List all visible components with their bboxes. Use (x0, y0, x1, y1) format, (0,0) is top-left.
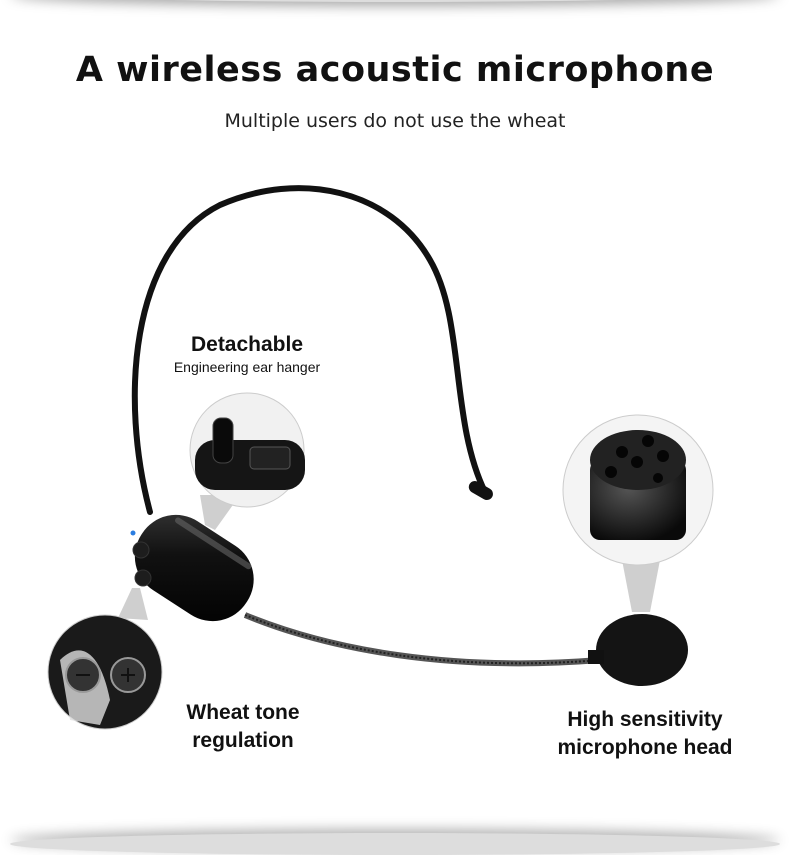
page-subtitle: Multiple users do not use the wheat (224, 110, 566, 132)
page-title: A wireless acoustic microphone (75, 50, 715, 90)
bottom-shadow (10, 833, 780, 855)
callout-beam-left (118, 588, 148, 620)
callout-ear-hanger-subtitle: Engineering ear hanger (173, 359, 321, 375)
callout-mic-head: High sensitivity microphone head (530, 706, 760, 762)
callout-tone-line1: Wheat tone (186, 701, 300, 724)
callout-beam-right (622, 560, 660, 612)
power-indicator (130, 530, 136, 536)
boom-arm (243, 612, 601, 667)
foam-windscreen (596, 614, 688, 686)
transmitter-body (134, 514, 254, 622)
callout-ear-hanger-title: Detachable (190, 333, 304, 356)
callout-tone: Wheat tone regulation (143, 699, 343, 755)
callout-tone-line2: regulation (192, 729, 294, 752)
ear-hanger (131, 185, 488, 515)
callout-mic-head-line2: microphone head (557, 736, 733, 759)
top-shadow (10, 0, 780, 2)
headset-illustration (47, 185, 714, 730)
callout-mic-head-line1: High sensitivity (567, 708, 723, 731)
